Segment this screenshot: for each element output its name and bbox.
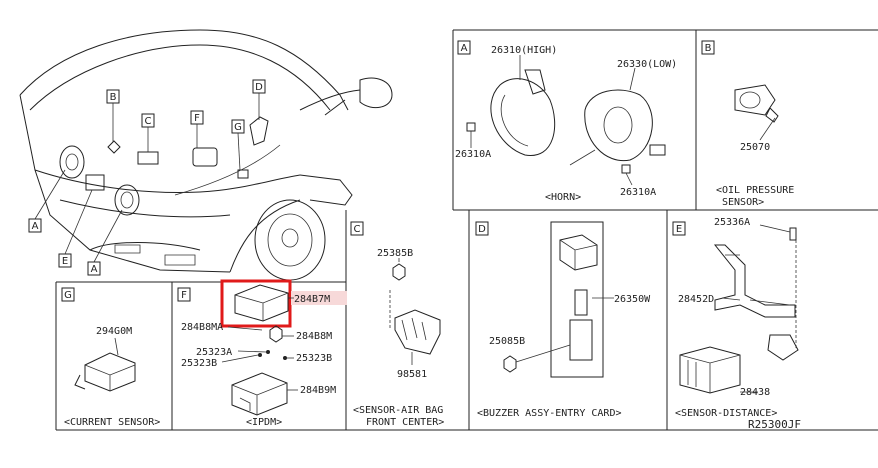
part-98581[interactable]: 98581 xyxy=(397,369,427,380)
part-25336a[interactable]: 25336A xyxy=(714,217,750,228)
part-25323a[interactable]: 25323A xyxy=(196,347,232,358)
part-28452d[interactable]: 28452D xyxy=(678,294,714,305)
panel-c-caption-1: <SENSOR-AIR BAG xyxy=(353,405,443,416)
callout-d-label: D xyxy=(255,82,263,93)
panel-a-caption: <HORN> xyxy=(545,192,581,203)
panel-c-caption-2: FRONT CENTER> xyxy=(366,417,444,428)
callout-g[interactable]: G xyxy=(231,119,245,171)
callout-c-label: C xyxy=(145,116,152,127)
part-284b8m[interactable]: 284B8M xyxy=(296,331,332,342)
panel-f-caption: <IPDM> xyxy=(246,417,282,428)
panel-d-caption: <BUZZER ASSY-ENTRY CARD> xyxy=(477,408,622,419)
callout-e[interactable]: E xyxy=(58,189,93,268)
panel-f-ipdm: F 284B7M 284B8MA 284B8M 25323A 25323B 25… xyxy=(177,279,347,428)
panel-g-caption: <CURRENT SENSOR> xyxy=(64,417,160,428)
panel-b-caption-1: <OIL PRESSURE xyxy=(716,185,794,196)
panel-d-letter: D xyxy=(478,224,486,235)
part-26350w[interactable]: 26350W xyxy=(614,294,651,305)
part-25323b-right[interactable]: 25323B xyxy=(296,353,332,364)
part-25085b[interactable]: 25085B xyxy=(489,336,525,347)
part-26330-low[interactable]: 26330(LOW) xyxy=(617,59,677,70)
callout-a-left-label: A xyxy=(32,221,39,232)
callout-d[interactable]: D xyxy=(252,79,266,120)
main-callouts: B C F G D A E xyxy=(28,79,266,276)
panel-a-letter: A xyxy=(461,43,468,54)
part-25323b-left[interactable]: 25323B xyxy=(181,358,217,369)
callout-a-right-label: A xyxy=(91,264,98,275)
highlight-label-bg xyxy=(291,291,347,305)
panel-g-letter: G xyxy=(64,290,72,301)
panel-frames xyxy=(55,29,878,431)
panel-e-caption: <SENSOR-DISTANCE> xyxy=(675,408,777,419)
part-284b7m[interactable]: 284B7M xyxy=(294,294,330,305)
panel-a-horn: A 26310(HIGH) 26330(LOW) 26310A 26310A <… xyxy=(455,40,677,203)
callout-c[interactable]: C xyxy=(141,113,155,152)
part-25385b[interactable]: 25385B xyxy=(377,248,413,259)
panel-c-airbag-sensor: C 25385B 98581 <SENSOR-AIR BAG FRONT CEN… xyxy=(350,221,444,428)
panel-e-letter: E xyxy=(676,224,682,235)
panel-e-distance-sensor: E 25336A 28452D 28438 <SENSOR-DISTANCE> xyxy=(672,217,799,419)
part-284b8ma[interactable]: 284B8MA xyxy=(181,322,223,333)
panel-d-buzzer: D 26350W 25085B <BUZZER ASSY-ENTRY CARD> xyxy=(475,221,651,419)
panel-b-caption-2: SENSOR> xyxy=(722,197,764,208)
callout-f[interactable]: F xyxy=(190,110,204,148)
part-25070[interactable]: 25070 xyxy=(740,142,770,153)
panel-b-letter: B xyxy=(705,43,712,54)
panel-f-letter: F xyxy=(181,290,187,301)
callout-a-left[interactable]: A xyxy=(28,169,66,233)
callout-e-label: E xyxy=(62,256,68,267)
panel-c-letter: C xyxy=(354,224,361,235)
car-front-view xyxy=(19,29,393,281)
highlight-box xyxy=(220,279,292,328)
part-26310a-left[interactable]: 26310A xyxy=(455,149,491,160)
callout-f-label: F xyxy=(194,113,200,124)
panel-b-oil-sensor: B 25070 <OIL PRESSURE SENSOR> xyxy=(701,40,794,208)
part-294g0m[interactable]: 294G0M xyxy=(96,326,132,337)
part-284b9m[interactable]: 284B9M xyxy=(300,385,336,396)
part-28438[interactable]: 28438 xyxy=(740,387,770,398)
callout-b[interactable]: B xyxy=(106,89,120,142)
diagram-reference-code: R25300JF xyxy=(748,418,801,431)
panel-g-current-sensor: G 294G0M <CURRENT SENSOR> xyxy=(61,287,160,428)
callout-g-label: G xyxy=(234,122,242,133)
callout-b-label: B xyxy=(110,92,117,103)
callout-a-right[interactable]: A xyxy=(87,209,123,276)
part-26310-high[interactable]: 26310(HIGH) xyxy=(491,45,557,56)
part-26310a-right[interactable]: 26310A xyxy=(620,187,656,198)
